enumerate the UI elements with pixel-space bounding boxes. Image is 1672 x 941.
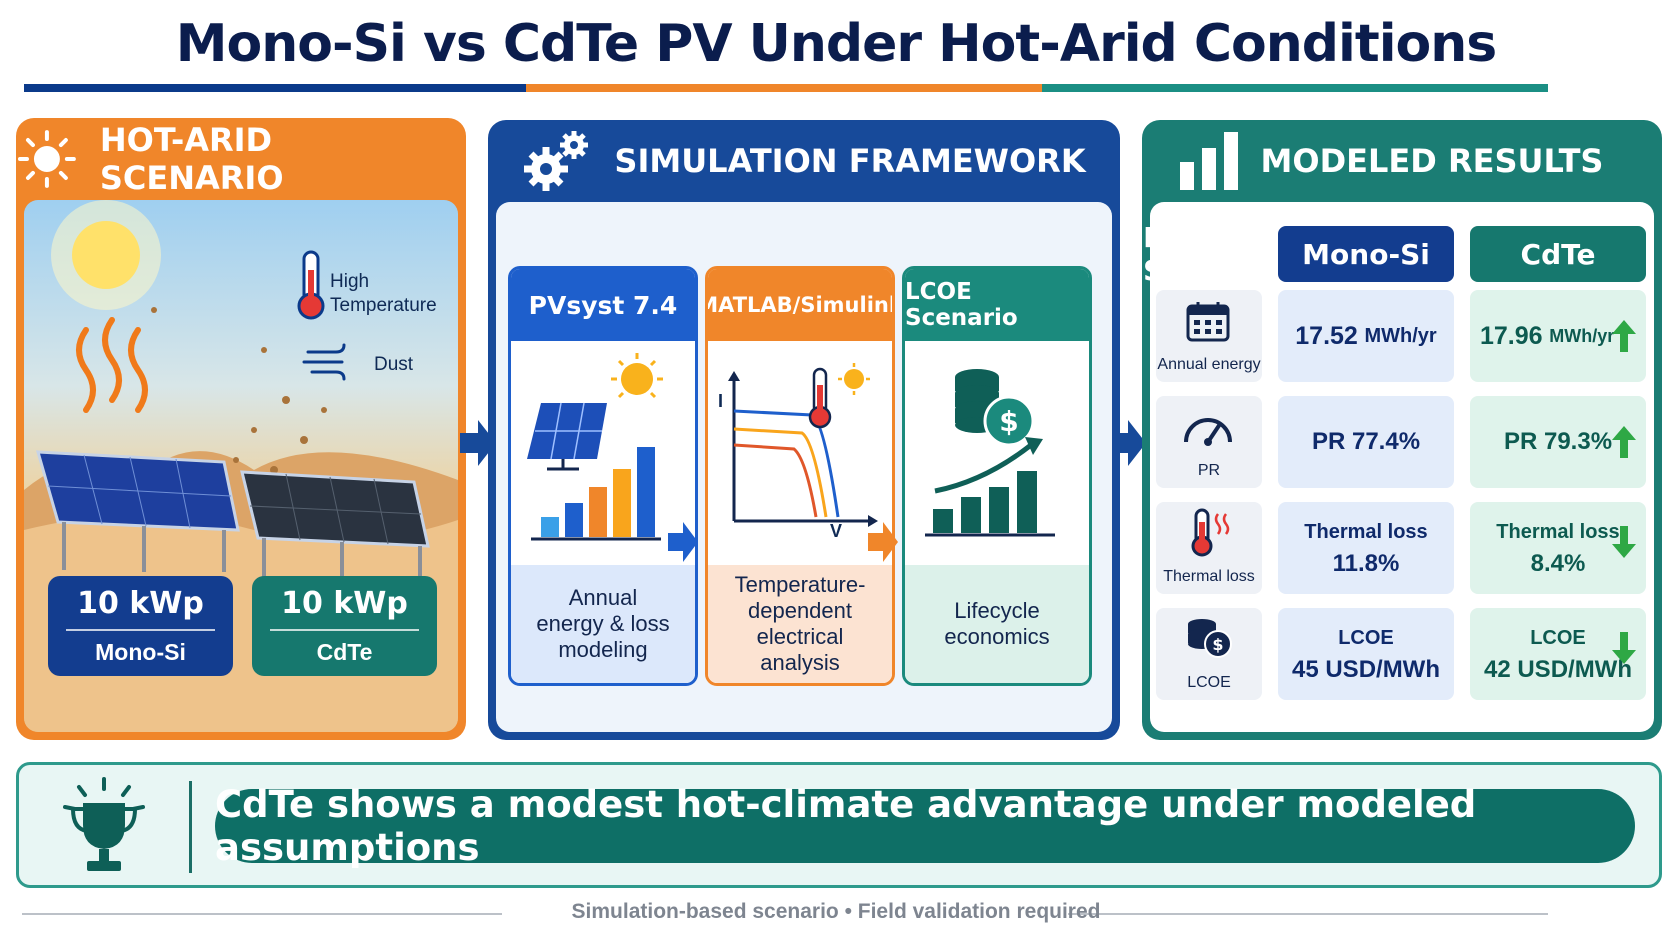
bar-chart-icon: [1180, 132, 1238, 190]
svg-text:$: $: [999, 405, 1018, 438]
arrow-right-icon: [1110, 420, 1146, 466]
axis-v-label: V: [830, 521, 843, 541]
sun-icon: [17, 130, 76, 188]
row-label-thermal-loss: Thermal loss: [1156, 502, 1262, 594]
iv-curve-icon: [728, 363, 878, 527]
row-label-annual-energy: Annual energy: [1156, 290, 1262, 382]
col-head-cdte-box: CdTe: [1470, 226, 1646, 282]
card-lcoe-title: LCOE Scenario: [905, 269, 1089, 341]
trophy-icon: [63, 777, 145, 871]
arrow-down-icon: [1612, 526, 1636, 558]
cell-mono-pr: PR 77.4%: [1278, 396, 1454, 488]
arrow-right-icon: [868, 522, 898, 562]
scenario-panel: HOT-ARID SCENARIO: [16, 118, 466, 740]
cdte-capacity-box: 10 kWp CdTe: [252, 576, 437, 676]
axis-i-label: I: [718, 391, 724, 411]
cdte-label: CdTe: [316, 639, 373, 665]
coins-growth-icon: $: [925, 369, 1055, 537]
card-matlab: MATLAB/Simulink I V Temperature-: [705, 266, 895, 686]
dust-label: Dust: [374, 354, 414, 375]
cell-cdte-pr: PR 79.3%: [1470, 396, 1646, 488]
card-matlab-desc: Temperature- dependent electrical analys…: [708, 565, 892, 683]
gauge-icon: [1184, 418, 1232, 446]
gears-icon: [524, 131, 589, 191]
row-label-pr: PR: [1156, 396, 1262, 488]
results-header: MODELED RESULTS: [1142, 120, 1662, 202]
card-matlab-title: MATLAB/Simulink: [708, 269, 892, 341]
results-heading: MODELED RESULTS: [1260, 142, 1604, 180]
desert-scene: High Temperature Dust 10 kWp Mono-Si 10 …: [24, 200, 458, 732]
page-title: Mono-Si vs CdTe PV Under Hot-Arid Condit…: [175, 14, 1497, 74]
card-pvsyst-desc: Annual energy & loss modeling: [511, 565, 695, 683]
calendar-icon: [1186, 302, 1230, 342]
conclusion-banner: CdTe shows a modest hot-climate advantag…: [16, 762, 1662, 888]
arrow-down-icon: [1612, 632, 1636, 664]
arrow-right-icon: [668, 522, 698, 562]
cell-cdte-annual-energy: 17.96 MWh/yr: [1470, 290, 1646, 382]
arrow-up-icon: [1612, 320, 1636, 352]
thermometer-icon: [1191, 508, 1230, 557]
high-temp-label: High Temperature: [330, 271, 437, 316]
svg-text:$: $: [1212, 635, 1223, 654]
results-panel: MODELED RESULTS Mono-Si Mono-Si CdTe Ann…: [1142, 120, 1662, 740]
framework-heading: SIMULATION FRAMEWORK: [614, 142, 1086, 180]
cdte-capacity: 10 kWp: [281, 586, 408, 621]
footer-note: Simulation-based scenario • Field valida…: [571, 900, 1101, 923]
arrow-right-icon: [460, 420, 496, 466]
solar-chart-icon: [527, 353, 663, 541]
conclusion-text: CdTe shows a modest hot-climate advantag…: [215, 783, 1635, 869]
title-rule-orange: [526, 84, 1042, 92]
card-pvsyst-title: PVsyst 7.4: [511, 269, 695, 341]
col-head-mono-box: Mono-Si: [1278, 226, 1454, 282]
coins-icon: $: [1188, 619, 1232, 658]
card-pvsyst: PVsyst 7.4 Annual energy & loss modeling: [508, 266, 698, 686]
card-lcoe: LCOE Scenario $: [902, 266, 1092, 686]
card-lcoe-desc: Lifecycle economics: [905, 565, 1089, 683]
scenario-heading: HOT-ARID SCENARIO: [99, 121, 284, 197]
arrow-up-icon: [1612, 426, 1636, 458]
mono-capacity: 10 kWp: [77, 586, 204, 621]
mono-capacity-box: 10 kWp Mono-Si: [48, 576, 233, 676]
framework-panel: SIMULATION FRAMEWORK PVsyst 7.4 Annual: [488, 120, 1120, 740]
mono-label: Mono-Si: [95, 639, 186, 665]
scenario-header: HOT-ARID SCENARIO: [16, 118, 466, 200]
framework-header: SIMULATION FRAMEWORK: [488, 120, 1120, 202]
title-rule-navy: [24, 84, 526, 92]
title-rule-teal: [1042, 84, 1548, 92]
cell-mono-annual-energy: 17.52 MWh/yr: [1278, 290, 1454, 382]
row-label-lcoe: $ LCOE: [1156, 608, 1262, 700]
